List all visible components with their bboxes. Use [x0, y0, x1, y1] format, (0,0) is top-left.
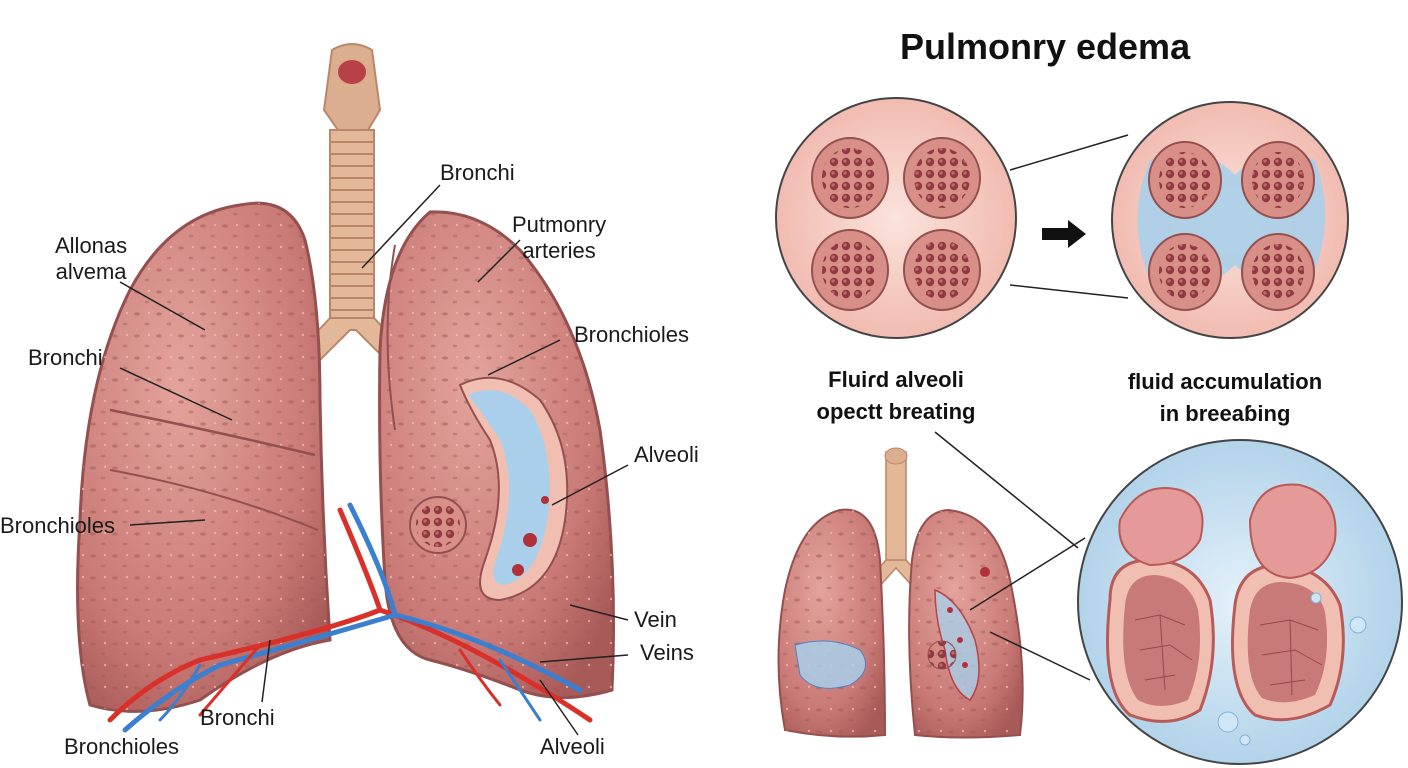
label-bronchioles-bottom: Bronchioles: [64, 734, 179, 759]
blood-vessels: [107, 502, 593, 733]
caption-fluid-accumulation: fluid accumulation in breeaɓing: [1127, 369, 1323, 426]
small-lungs-diagram: [777, 447, 1024, 739]
normal-alveoli-circle: [775, 97, 1017, 339]
edema-alveoli-circle: [1111, 101, 1349, 339]
caption-normal-alveoli: Fluiɾd alveoli opectt breating: [816, 367, 976, 424]
label-allonas-alvema: Allonas alvema: [55, 233, 128, 284]
left-lungs-diagram: [76, 43, 629, 736]
label-alveoli-bottom: Alveoli: [540, 734, 605, 759]
leader-lines: [119, 184, 629, 736]
label-bronchi-top: Bronchi: [440, 160, 515, 185]
trachea: [298, 43, 406, 364]
label-bronchioles-right: Bronchioles: [574, 322, 689, 347]
label-bronchioles-left: Bronchioles: [0, 513, 115, 538]
label-bronchi-bottom: Bronchi: [200, 705, 275, 730]
label-bronchi-left: Bronchi: [28, 345, 103, 370]
label-veins: Veins: [640, 640, 694, 665]
magnified-edema-circle: [1077, 439, 1403, 765]
label-vein: Vein: [634, 607, 677, 632]
page-title: Pulmonry edema: [900, 26, 1191, 67]
label-putmonry-arteries: Putmonry arteries: [512, 212, 607, 263]
arrow-icon: [1042, 220, 1086, 248]
label-alveoli-right: Alveoli: [634, 442, 699, 467]
